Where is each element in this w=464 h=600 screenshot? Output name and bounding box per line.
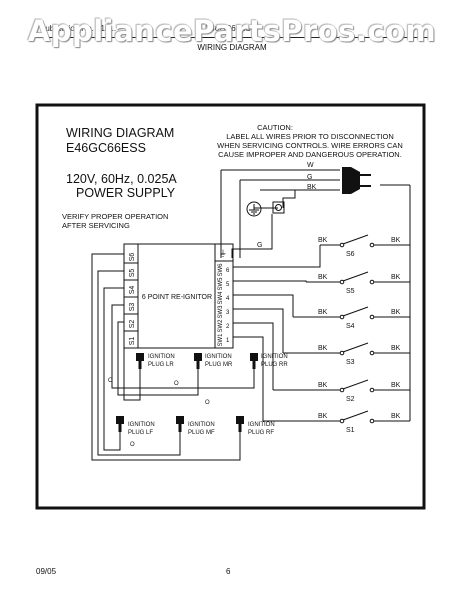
bk-right-s2: BK	[391, 382, 401, 389]
terminal-sw4: SW4	[218, 291, 224, 305]
terminal-s2: S2	[129, 320, 136, 329]
wire-green-label: G	[307, 174, 312, 181]
terminal-s4: S4	[129, 286, 136, 295]
bk-right-s5: BK	[391, 274, 401, 281]
switch-label-s2: S2	[346, 396, 355, 403]
verify-line-1: VERIFY PROPER OPERATION	[62, 212, 168, 221]
bk-left-s3: BK	[318, 345, 328, 352]
ignition-plug-lf-icon	[116, 416, 124, 432]
bk-right-s3: BK	[391, 345, 401, 352]
terminal-num-1: 1	[226, 338, 230, 344]
power-supply-label: POWER SUPPLY	[76, 186, 176, 200]
switch-s4	[339, 306, 375, 320]
wire-o-marker-1: O	[108, 378, 113, 384]
wire-o-marker-3: O	[205, 400, 210, 406]
ground-screw-icon	[272, 201, 285, 214]
ignition-plug-mf-icon	[176, 416, 184, 432]
footer-page-number: 6	[226, 567, 231, 576]
terminal-num-6: 6	[226, 268, 230, 274]
terminal-s3: S3	[129, 303, 136, 312]
ignition-plug-rr-icon	[250, 353, 258, 369]
terminal-num-2: 2	[226, 324, 230, 330]
switch-s5	[339, 271, 375, 285]
header-rule	[36, 37, 430, 38]
plug-mr-title: IGNITION	[205, 354, 232, 360]
module-ground-icon: ⏚	[219, 249, 227, 258]
ignition-plug-rf-icon	[236, 416, 244, 432]
switch-label-s1: S1	[346, 427, 355, 434]
switch-s3	[339, 342, 375, 356]
terminal-sw3: SW3	[218, 305, 224, 319]
plug-rf-name: PLUG RF	[248, 430, 274, 436]
caution-line-1: LABEL ALL WIRES PRIOR TO DISCONNECTION	[226, 132, 394, 141]
plug-rr-title: IGNITION	[261, 354, 288, 360]
power-plug-icon	[342, 167, 371, 194]
footer-date: 09/05	[36, 567, 57, 576]
caution-line-2: WHEN SERVICING CONTROLS. WIRE ERRORS CAN	[217, 141, 403, 150]
terminal-sw2: SW2	[218, 319, 224, 333]
module-label: 6 POINT RE-IGNITOR	[142, 294, 212, 301]
plug-lr-name: PLUG LR	[148, 362, 174, 368]
terminal-s6: S6	[129, 253, 136, 262]
section-title: WIRING DIAGRAM	[197, 43, 267, 52]
bk-left-s2: BK	[318, 382, 328, 389]
switch-s2	[339, 379, 375, 393]
plug-lf-name: PLUG LF	[128, 430, 153, 436]
plug-rr-name: PLUG RR	[261, 362, 288, 368]
terminal-sw6: SW6	[218, 263, 224, 277]
terminal-num-4: 4	[226, 296, 230, 302]
plug-mf-title: IGNITION	[188, 422, 215, 428]
verify-line-2: AFTER SERVICING	[62, 221, 130, 230]
terminal-s5: S5	[129, 269, 136, 278]
plug-rf-title: IGNITION	[248, 422, 275, 428]
diagram-model: E46GC66ESS	[66, 141, 146, 155]
bk-right-s6: BK	[391, 237, 401, 244]
bk-left-s6: BK	[318, 237, 328, 244]
wire-o-marker-4: O	[130, 442, 135, 448]
switch-label-s5: S5	[346, 288, 355, 295]
wire-white-label: W	[307, 162, 314, 169]
header-model: E46GC66ESS	[205, 24, 257, 33]
terminal-s1: S1	[129, 337, 136, 346]
bk-right-s1: BK	[391, 413, 401, 420]
switch-s6	[339, 234, 375, 248]
switch-label-s3: S3	[346, 359, 355, 366]
ground-icon	[246, 201, 262, 217]
plug-mr-name: PLUG MR	[205, 362, 233, 368]
ignition-plug-mr-icon	[194, 353, 202, 369]
plug-lr-title: IGNITION	[148, 354, 175, 360]
terminal-sw1: SW1	[218, 333, 224, 347]
power-rating: 120V, 60Hz, 0.025A	[66, 172, 177, 186]
switch-label-s6: S6	[346, 251, 355, 258]
ignition-plug-lr-icon	[136, 353, 144, 369]
watermark: AppliancePartsPros.com	[27, 14, 437, 48]
terminal-num-3: 3	[226, 310, 230, 316]
caution-line-3: CAUSE IMPROPER AND DANGEROUS OPERATION.	[218, 150, 402, 159]
terminal-num-5: 5	[226, 282, 230, 288]
ground-wire-label: G	[257, 242, 262, 249]
caution-heading: CAUTION:	[257, 123, 293, 132]
bk-left-s4: BK	[318, 309, 328, 316]
terminal-sw5: SW5	[218, 277, 224, 291]
diagram-title: WIRING DIAGRAM	[66, 126, 174, 140]
plug-lf-title: IGNITION	[128, 422, 155, 428]
reignitor-module	[123, 243, 234, 349]
header-publication: Publication No. 318...	[40, 24, 117, 33]
plug-mf-name: PLUG MF	[188, 430, 215, 436]
bk-right-s4: BK	[391, 309, 401, 316]
diagram-frame	[35, 103, 426, 510]
wire-o-marker-2: O	[174, 381, 179, 387]
bk-left-s1: BK	[318, 413, 328, 420]
bk-left-s5: BK	[318, 274, 328, 281]
wire-black-label: BK	[307, 184, 317, 191]
switch-label-s4: S4	[346, 323, 355, 330]
switch-s1	[339, 410, 375, 424]
